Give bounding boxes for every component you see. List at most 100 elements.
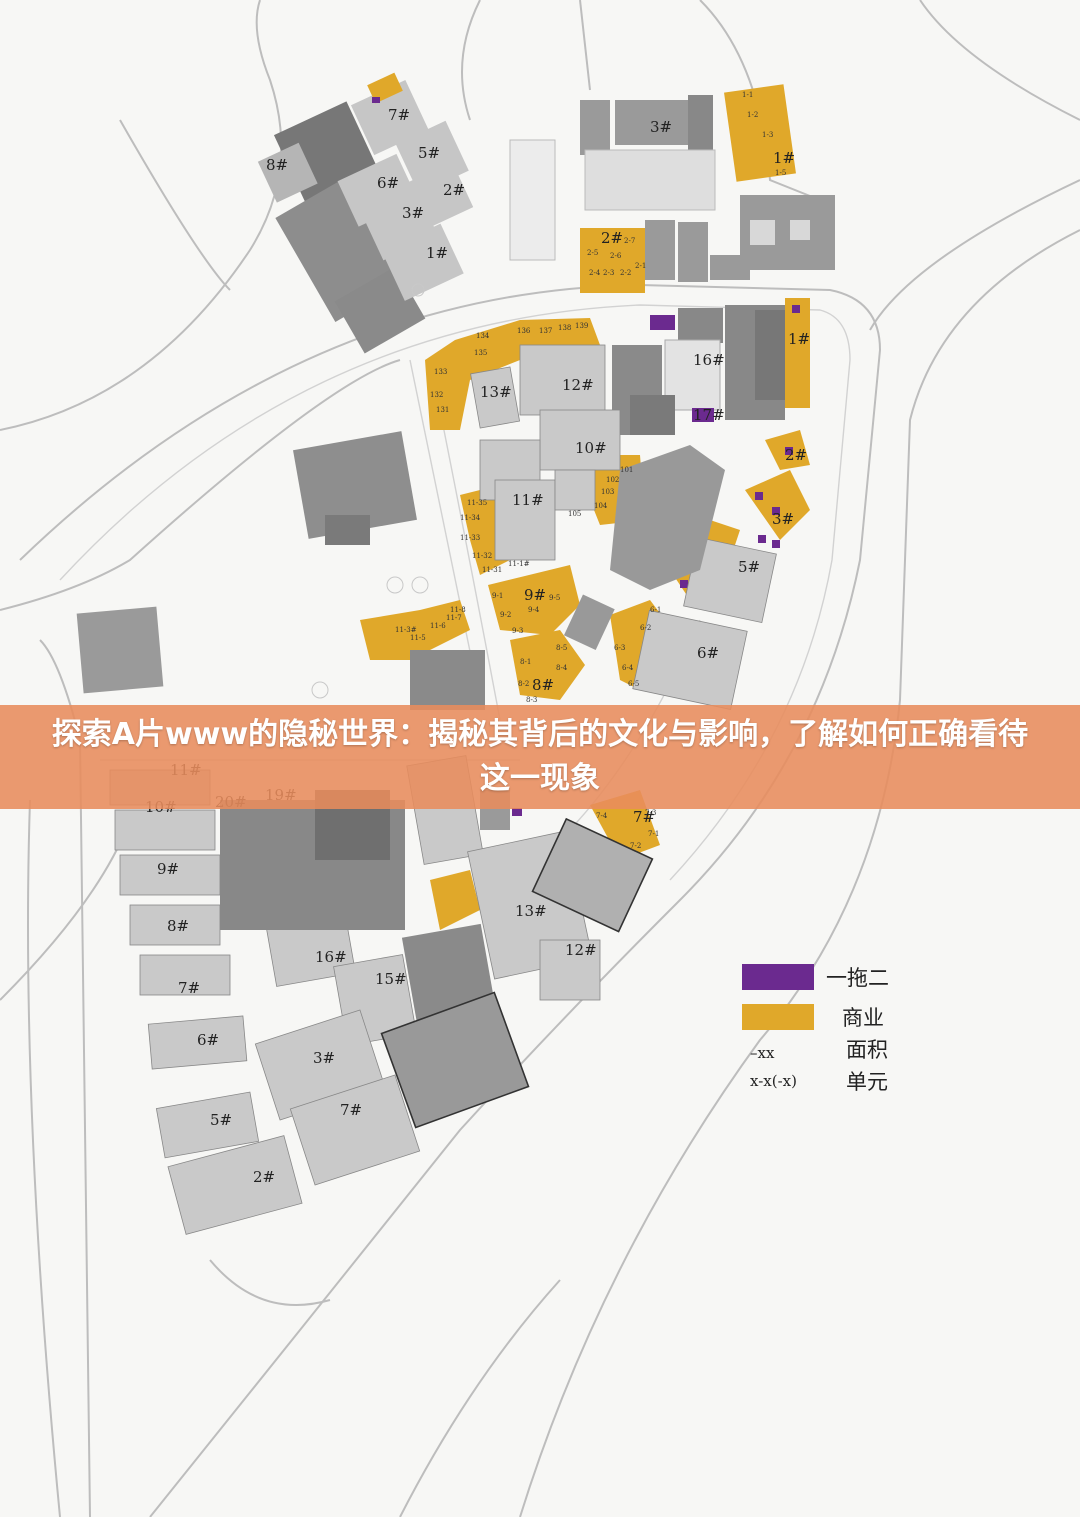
svg-text:7#: 7# xyxy=(178,979,200,997)
legend-symbol-unit: x-x(-x) xyxy=(750,1072,797,1090)
svg-text:7-1: 7-1 xyxy=(648,830,659,838)
svg-text:104: 104 xyxy=(594,502,608,510)
svg-text:6#: 6# xyxy=(377,174,399,192)
legend-label-area: 面积 xyxy=(846,1038,888,1062)
svg-text:7#: 7# xyxy=(388,106,410,124)
svg-text:1#: 1# xyxy=(788,330,810,348)
svg-text:3#: 3# xyxy=(402,204,424,222)
svg-text:17#: 17# xyxy=(693,406,725,424)
svg-text:6#: 6# xyxy=(697,644,719,662)
svg-text:11-33: 11-33 xyxy=(460,534,480,542)
svg-text:7-4: 7-4 xyxy=(596,812,608,820)
svg-text:1#: 1# xyxy=(773,149,795,167)
svg-text:11-8: 11-8 xyxy=(450,606,466,614)
svg-text:9-5: 9-5 xyxy=(549,594,560,602)
svg-text:102: 102 xyxy=(606,476,619,484)
svg-text:2#: 2# xyxy=(785,446,807,464)
legend-swatch-gold xyxy=(742,1004,814,1030)
svg-text:5#: 5# xyxy=(738,558,760,576)
svg-text:11-32: 11-32 xyxy=(472,552,492,560)
svg-text:8-5: 8-5 xyxy=(556,644,567,652)
svg-text:9-3: 9-3 xyxy=(512,627,523,635)
residential-clusters xyxy=(254,344,777,1186)
svg-text:11-34: 11-34 xyxy=(460,514,481,522)
nw-cluster xyxy=(257,72,474,354)
svg-text:2#: 2# xyxy=(253,1168,275,1186)
svg-text:16#: 16# xyxy=(315,948,347,966)
svg-text:15#: 15# xyxy=(375,970,407,988)
svg-text:6-3: 6-3 xyxy=(614,644,625,652)
legend-label-unit: 单元 xyxy=(846,1070,888,1094)
svg-text:8#: 8# xyxy=(266,156,288,174)
map-legend: 一拖二 商业 –xx 面积 x-x(-x) 单元 xyxy=(738,958,928,1098)
svg-text:8#: 8# xyxy=(532,676,554,694)
svg-text:139: 139 xyxy=(575,322,588,330)
legend-symbol-area: –xx xyxy=(750,1044,775,1062)
svg-text:11-3#: 11-3# xyxy=(395,626,417,634)
plot-labels: 1-1 1-2 1-3 1-5 2-5 2-7 2-4 2-3 2-2 2-6 … xyxy=(410,91,786,850)
svg-text:13#: 13# xyxy=(515,902,547,920)
svg-text:132: 132 xyxy=(430,391,443,399)
svg-text:2-7: 2-7 xyxy=(624,237,635,245)
svg-text:10#: 10# xyxy=(575,439,607,457)
svg-text:105: 105 xyxy=(568,510,581,518)
svg-text:1-5: 1-5 xyxy=(775,169,786,177)
legend-swatch-purple xyxy=(742,964,814,990)
svg-text:5#: 5# xyxy=(418,144,440,162)
svg-text:9#: 9# xyxy=(157,860,179,878)
svg-text:138: 138 xyxy=(558,324,571,332)
svg-text:11-6: 11-6 xyxy=(430,622,446,630)
svg-text:136: 136 xyxy=(517,327,531,335)
banner-title: 探索A片www的隐秘世界：揭秘其背后的文化与影响，了解如何正确看待这一现象 xyxy=(51,717,1029,796)
svg-text:7-3: 7-3 xyxy=(645,809,656,817)
svg-text:3#: 3# xyxy=(650,118,672,136)
svg-text:5#: 5# xyxy=(210,1111,232,1129)
svg-text:1-1: 1-1 xyxy=(742,91,753,99)
dark-buildings xyxy=(76,431,725,1129)
svg-text:6-1: 6-1 xyxy=(650,606,661,614)
svg-text:2-1: 2-1 xyxy=(635,262,646,270)
svg-text:11#: 11# xyxy=(512,491,544,509)
svg-text:137: 137 xyxy=(539,327,552,335)
svg-text:101: 101 xyxy=(620,466,633,474)
svg-text:6-2: 6-2 xyxy=(640,624,651,632)
svg-text:16#: 16# xyxy=(693,351,725,369)
svg-text:2#: 2# xyxy=(443,181,465,199)
svg-text:9-4: 9-4 xyxy=(528,606,540,614)
title-banner: 探索A片www的隐秘世界：揭秘其背后的文化与影响，了解如何正确看待这一现象 xyxy=(0,705,1080,809)
svg-text:2-5: 2-5 xyxy=(587,249,598,257)
svg-text:3#: 3# xyxy=(313,1049,335,1067)
svg-text:1-2: 1-2 xyxy=(747,111,758,119)
svg-text:8#: 8# xyxy=(167,917,189,935)
svg-text:11-5: 11-5 xyxy=(410,634,426,642)
svg-text:103: 103 xyxy=(601,488,614,496)
svg-text:134: 134 xyxy=(476,332,490,340)
svg-text:6-4: 6-4 xyxy=(622,664,634,672)
svg-text:7#: 7# xyxy=(633,808,655,826)
svg-text:12#: 12# xyxy=(565,941,597,959)
tree-symbols xyxy=(311,283,429,699)
svg-text:2-3: 2-3 xyxy=(603,269,614,277)
svg-text:8-3: 8-3 xyxy=(526,696,537,704)
svg-text:135: 135 xyxy=(474,349,487,357)
svg-text:8-1: 8-1 xyxy=(520,658,531,666)
svg-text:2-6: 2-6 xyxy=(610,252,622,260)
svg-text:1-3: 1-3 xyxy=(762,131,773,139)
svg-text:9-1: 9-1 xyxy=(492,592,503,600)
svg-text:12#: 12# xyxy=(562,376,594,394)
svg-text:8-2: 8-2 xyxy=(518,680,529,688)
svg-text:9-2: 9-2 xyxy=(500,611,511,619)
svg-text:6-5: 6-5 xyxy=(628,680,639,688)
svg-text:11-31: 11-31 xyxy=(482,566,502,574)
svg-text:7-2: 7-2 xyxy=(630,842,641,850)
svg-text:8-4: 8-4 xyxy=(556,664,568,672)
svg-text:2#: 2# xyxy=(601,229,623,247)
svg-text:3#: 3# xyxy=(772,510,794,528)
svg-text:11-35: 11-35 xyxy=(467,499,487,507)
svg-text:2-4: 2-4 xyxy=(589,269,601,277)
svg-text:9#: 9# xyxy=(524,586,546,604)
svg-text:131: 131 xyxy=(436,406,449,414)
svg-text:13#: 13# xyxy=(480,383,512,401)
svg-text:7#: 7# xyxy=(340,1101,362,1119)
